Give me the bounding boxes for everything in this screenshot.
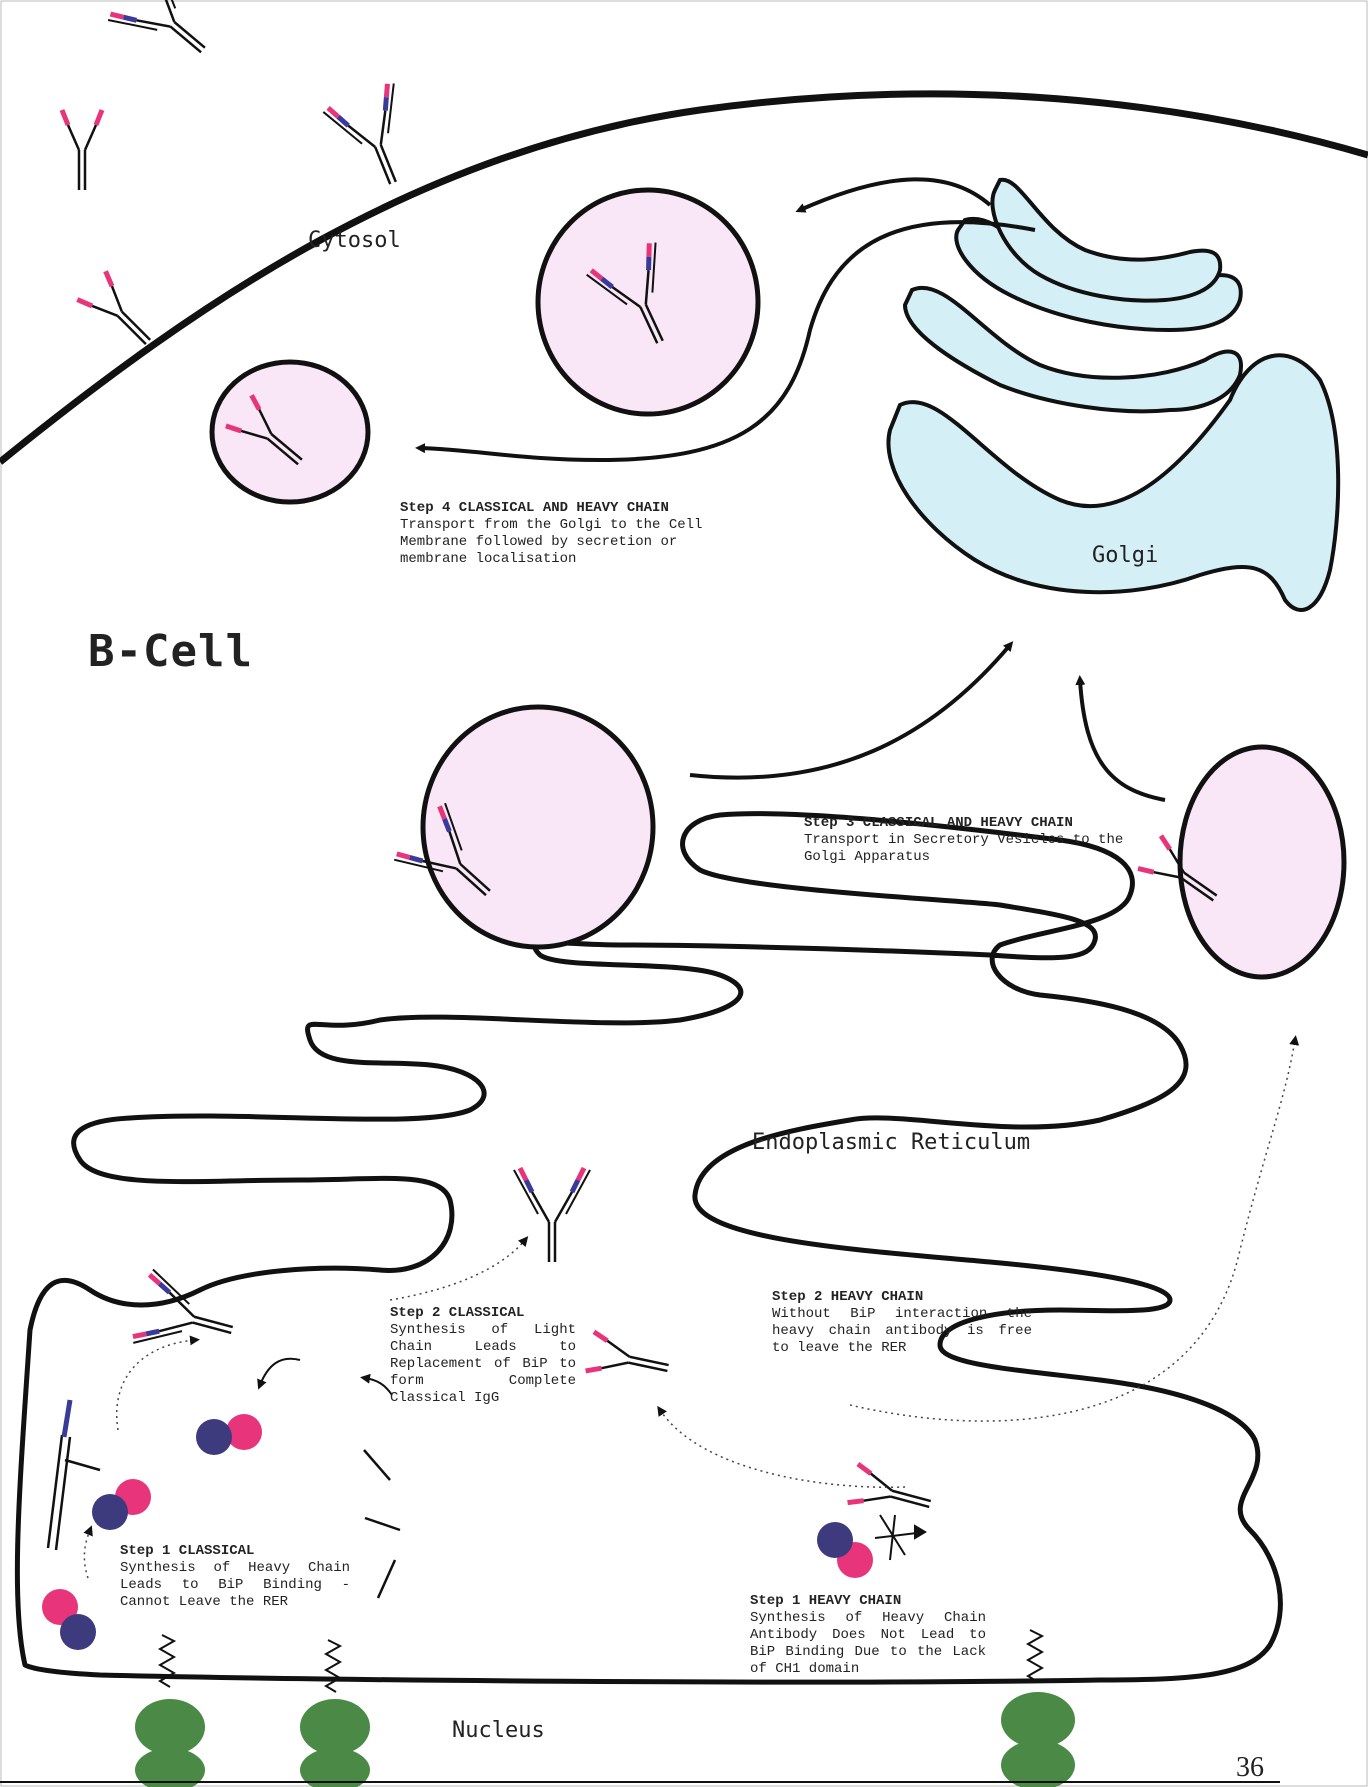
- page-number: 36: [1236, 1752, 1264, 1784]
- step2-classical-title: Step 2 CLASSICAL: [390, 1305, 576, 1322]
- step2-heavy-body: Without BiP interaction the heavy chain …: [772, 1306, 1032, 1357]
- small-arrows: [260, 1359, 392, 1395]
- cytosol-label: Cytosol: [308, 228, 401, 253]
- step1-heavy-body: Synthesis of Heavy Chain Antibody Does N…: [750, 1610, 986, 1678]
- step2-classical-body: Synthesis of Light Chain Leads to Replac…: [390, 1322, 576, 1407]
- step4-text: Step 4 CLASSICAL AND HEAVY CHAIN Transpo…: [400, 500, 740, 568]
- step3-title: Step 3 CLASSICAL AND HEAVY CHAIN: [804, 815, 1134, 832]
- step1-heavy-text: Step 1 HEAVY CHAIN Synthesis of Heavy Ch…: [750, 1593, 986, 1678]
- step2-classical-text: Step 2 CLASSICAL Synthesis of Light Chai…: [390, 1305, 576, 1407]
- step1-classical-body: Synthesis of Heavy Chain Leads to BiP Bi…: [120, 1560, 350, 1611]
- step4-title: Step 4 CLASSICAL AND HEAVY CHAIN: [400, 500, 740, 517]
- bip-proteins: [42, 1414, 873, 1650]
- cell-title: B-Cell: [88, 626, 253, 677]
- step3-body: Transport in Secretory Vesicles to the G…: [804, 832, 1134, 866]
- step4-body: Transport from the Golgi to the Cell Mem…: [400, 517, 740, 568]
- step1-classical-title: Step 1 CLASSICAL: [120, 1543, 350, 1560]
- er-label: Endoplasmic Reticulum: [752, 1130, 1030, 1155]
- step3-text: Step 3 CLASSICAL AND HEAVY CHAIN Transpo…: [804, 815, 1134, 866]
- nucleus-label: Nucleus: [452, 1718, 545, 1743]
- golgi-label: Golgi: [1092, 543, 1158, 568]
- nuclear-pores: [135, 1692, 1075, 1787]
- blocked-arrow: [875, 1515, 925, 1560]
- step2-heavy-title: Step 2 HEAVY CHAIN: [772, 1289, 1032, 1306]
- step1-heavy-title: Step 1 HEAVY CHAIN: [750, 1593, 986, 1610]
- step1-classical-text: Step 1 CLASSICAL Synthesis of Heavy Chai…: [120, 1543, 350, 1611]
- step2-heavy-text: Step 2 HEAVY CHAIN Without BiP interacti…: [772, 1289, 1032, 1357]
